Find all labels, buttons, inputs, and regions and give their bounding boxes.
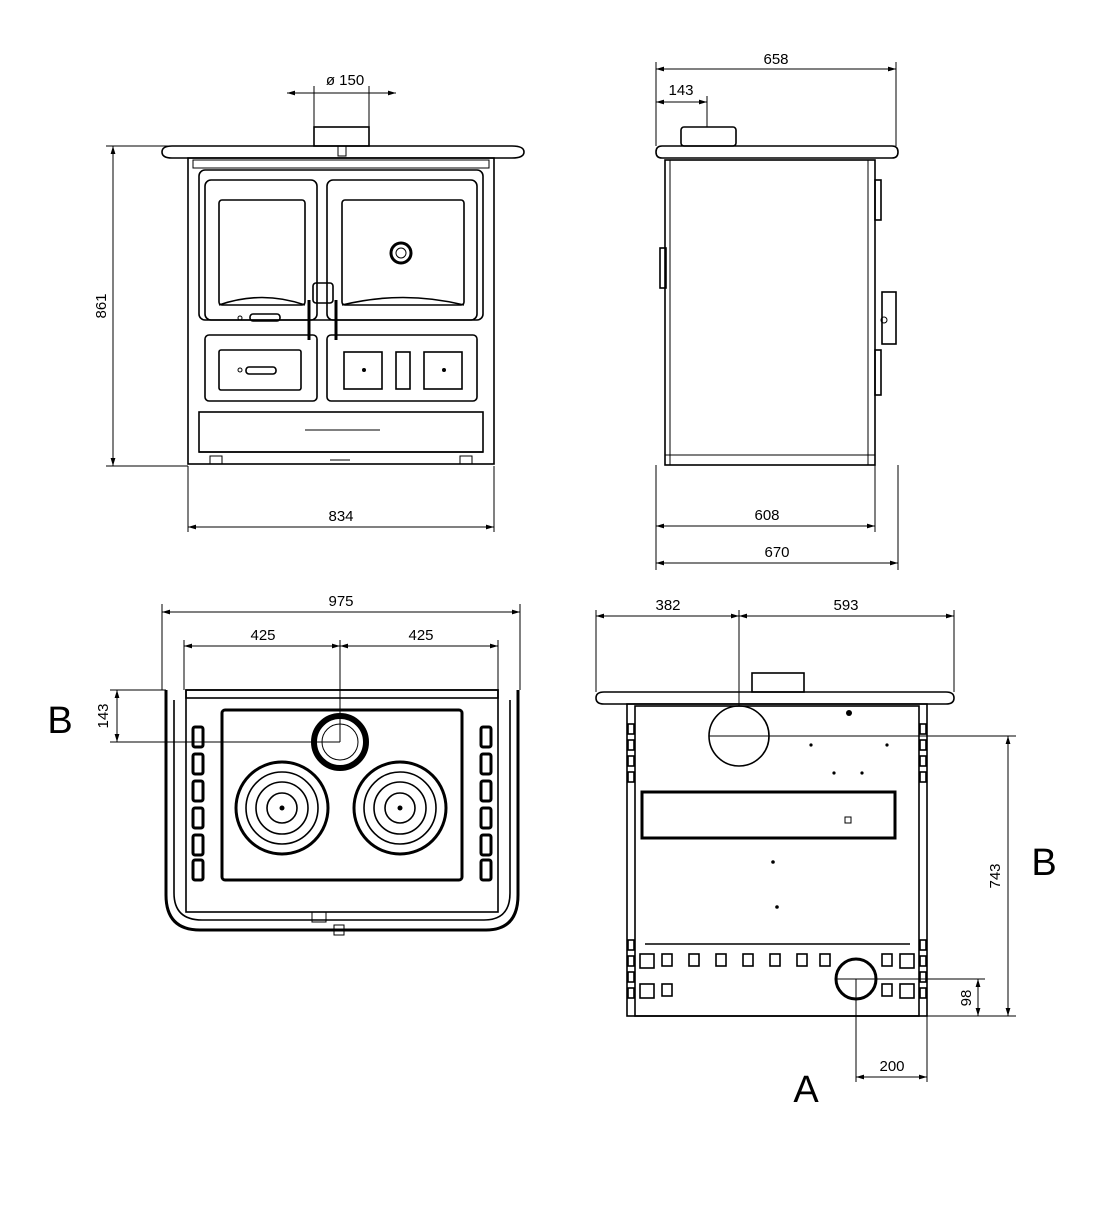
- rear-view-label-b: B: [1031, 842, 1056, 884]
- side-flue-offset-label: 143: [668, 82, 693, 99]
- rear-view: 382 593 743 B 98 200 A: [595, 597, 1057, 1111]
- rear-flue-to-right-label: 593: [833, 597, 858, 614]
- side-overall-depth-label: 670: [764, 544, 789, 561]
- top-flue-to-right-label: 425: [408, 627, 433, 644]
- top-total-width-label: 975: [328, 593, 353, 610]
- side-total-depth-label: 658: [763, 51, 788, 68]
- front-height-label: 861: [93, 293, 110, 318]
- rear-lower-flue-offset-label: 200: [879, 1058, 904, 1075]
- rear-left-to-flue-label: 382: [655, 597, 680, 614]
- side-body-depth-label: 608: [754, 507, 779, 524]
- rear-view-label-a: A: [793, 1069, 819, 1111]
- side-view: 658 143 608 670: [655, 51, 899, 570]
- top-left-to-flue-label: 425: [250, 627, 275, 644]
- top-flue-from-front-label: 143: [95, 703, 112, 728]
- top-view-label-b: B: [47, 700, 72, 742]
- rear-upper-flue-height-label: 743: [987, 863, 1004, 888]
- top-view: 975 425 425 143 B: [47, 593, 521, 936]
- front-view: ø 150 861 834: [93, 72, 525, 532]
- front-width-label: 834: [328, 508, 353, 525]
- front-flue-diameter-label: ø 150: [326, 72, 364, 89]
- rear-lower-flue-height-label: 98: [958, 990, 975, 1007]
